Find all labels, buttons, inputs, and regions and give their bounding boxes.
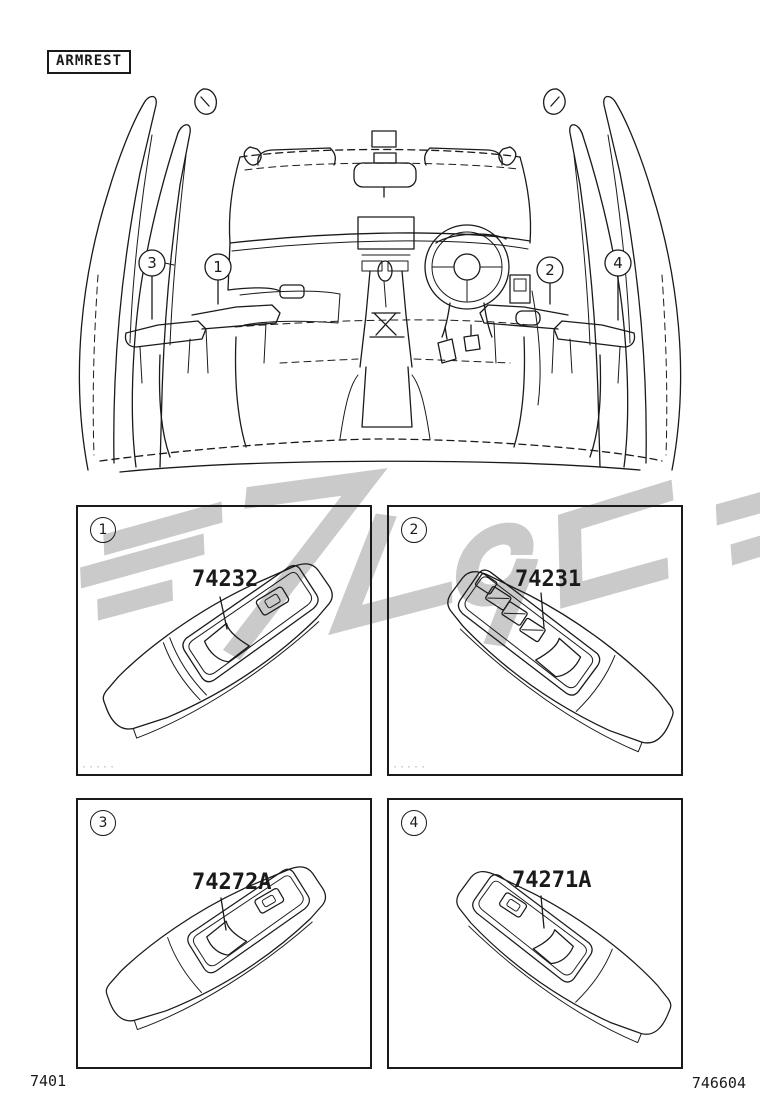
part-panel-1: 1 74232 ····· bbox=[76, 505, 372, 776]
figure-code: 746604 bbox=[691, 1074, 746, 1092]
right-armrests-drawing bbox=[479, 304, 636, 384]
panel-1-part-drawing bbox=[102, 563, 333, 739]
panel-2-part-number: 74231 bbox=[515, 567, 582, 592]
left-armrests-drawing bbox=[124, 304, 281, 384]
right-front-door-drawing bbox=[513, 124, 629, 468]
header-and-mirror-drawing bbox=[228, 130, 532, 244]
panel-3-callout-badge: 3 bbox=[90, 810, 116, 836]
panel-4-callout-badge: 4 bbox=[401, 810, 427, 836]
left-front-door-drawing bbox=[131, 124, 247, 468]
callout-1-number: 1 bbox=[213, 258, 223, 276]
dashboard-drawing bbox=[227, 216, 541, 406]
page-code: 7401 bbox=[30, 1072, 67, 1090]
panel-4-part-number: 74271A bbox=[512, 868, 592, 893]
left-rear-door-drawing bbox=[78, 95, 157, 471]
panel-2-callout-badge: 2 bbox=[401, 517, 427, 543]
part-panel-3: 3 74272A bbox=[76, 798, 372, 1069]
scan-artifact-dots: ····· bbox=[81, 762, 117, 773]
page-title: ARMREST bbox=[47, 50, 132, 74]
callout-1: 1 bbox=[204, 253, 232, 305]
interior-overview-drawing: 3 1 2 4 bbox=[78, 88, 682, 473]
right-rear-door-drawing bbox=[603, 95, 682, 471]
panel-3-part-drawing bbox=[105, 866, 327, 1031]
panel-4-part-drawing bbox=[456, 871, 672, 1044]
part-panel-2: 2 74231 ····· bbox=[387, 505, 683, 776]
steering-wheel-drawing bbox=[424, 224, 510, 338]
console-floor-drawing bbox=[99, 260, 663, 473]
callout-2: 2 bbox=[536, 256, 564, 305]
part-panel-4: 4 74271A bbox=[387, 798, 683, 1069]
panel-1-callout-badge: 1 bbox=[90, 517, 116, 543]
callout-2-number: 2 bbox=[545, 261, 555, 279]
callout-3: 3 bbox=[138, 249, 175, 320]
scan-artifact-dots: ····· bbox=[392, 762, 428, 773]
callout-4: 4 bbox=[604, 249, 632, 321]
panel-2-part-drawing bbox=[447, 569, 674, 753]
callout-4-number: 4 bbox=[613, 254, 623, 272]
callout-3-number: 3 bbox=[147, 254, 157, 272]
